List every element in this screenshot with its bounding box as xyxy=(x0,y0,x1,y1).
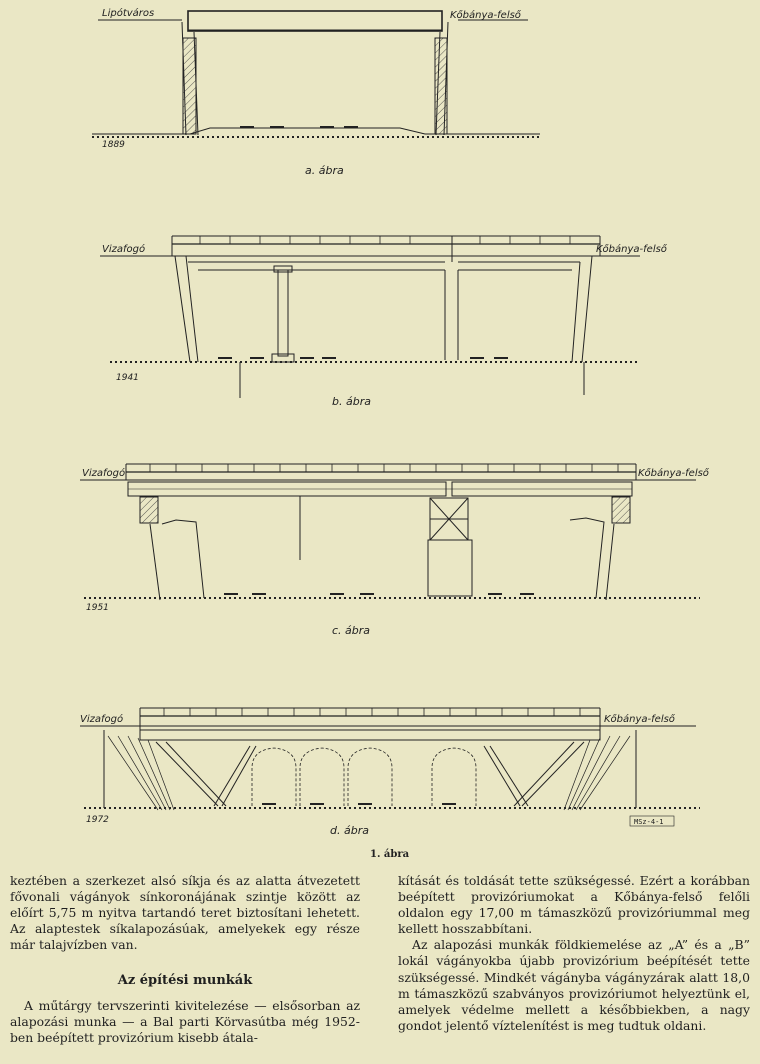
panel-c-left-place: Vizafogó xyxy=(82,467,125,479)
article-right-column: kítását és toldását tette szükségessé. E… xyxy=(398,873,750,1034)
panel-a-left-place: Lipótváros xyxy=(102,7,154,19)
panel-d-drawing xyxy=(80,707,700,827)
panel-b-drawing xyxy=(100,235,640,398)
right-paragraph-1: kítását és toldását tette szükségessé. E… xyxy=(398,873,750,937)
panel-b-year: 1941 xyxy=(116,373,139,383)
panel-b-left-place: Vizafogó xyxy=(102,243,145,255)
article-left-column: keztében a szerkezet alsó síkja és az al… xyxy=(10,873,360,1046)
panel-c-caption: c. ábra xyxy=(332,624,370,637)
panel-d-right-place: Kőbánya-felső xyxy=(604,713,676,725)
panel-a-caption: a. ábra xyxy=(305,164,344,177)
right-paragraph-2: Az alapozási munkák földkiemelése az „A”… xyxy=(398,937,750,1033)
panel-d-left-place: Vizafogó xyxy=(80,713,123,725)
panel-b-caption: b. ábra xyxy=(332,395,371,408)
figure-title: 1. ábra xyxy=(370,849,410,860)
panel-d-year: 1972 xyxy=(86,815,109,825)
panel-a-drawing xyxy=(92,10,540,138)
panel-c-right-place: Kőbánya-felső xyxy=(638,467,710,479)
panel-a-right-place: Kőbánya-felső xyxy=(450,9,522,21)
section-heading: Az építési munkák xyxy=(117,973,253,989)
panel-b-right-place: Kőbánya-felső xyxy=(596,243,668,255)
bridge-history-figure: Lipótváros Kőbánya-felső 1889 a. ábra Vi… xyxy=(80,7,710,860)
figure-stamp: MSz-4-1 xyxy=(634,818,664,826)
left-paragraph-2: A műtárgy tervszerinti kivitelezése — el… xyxy=(10,997,360,1045)
panel-c-drawing xyxy=(80,463,700,601)
panel-a-year: 1889 xyxy=(102,140,125,150)
panel-d-caption: d. ábra xyxy=(330,824,369,837)
panel-c-year: 1951 xyxy=(86,603,109,613)
left-paragraph-1: keztében a szerkezet alsó síkja és az al… xyxy=(10,873,360,953)
